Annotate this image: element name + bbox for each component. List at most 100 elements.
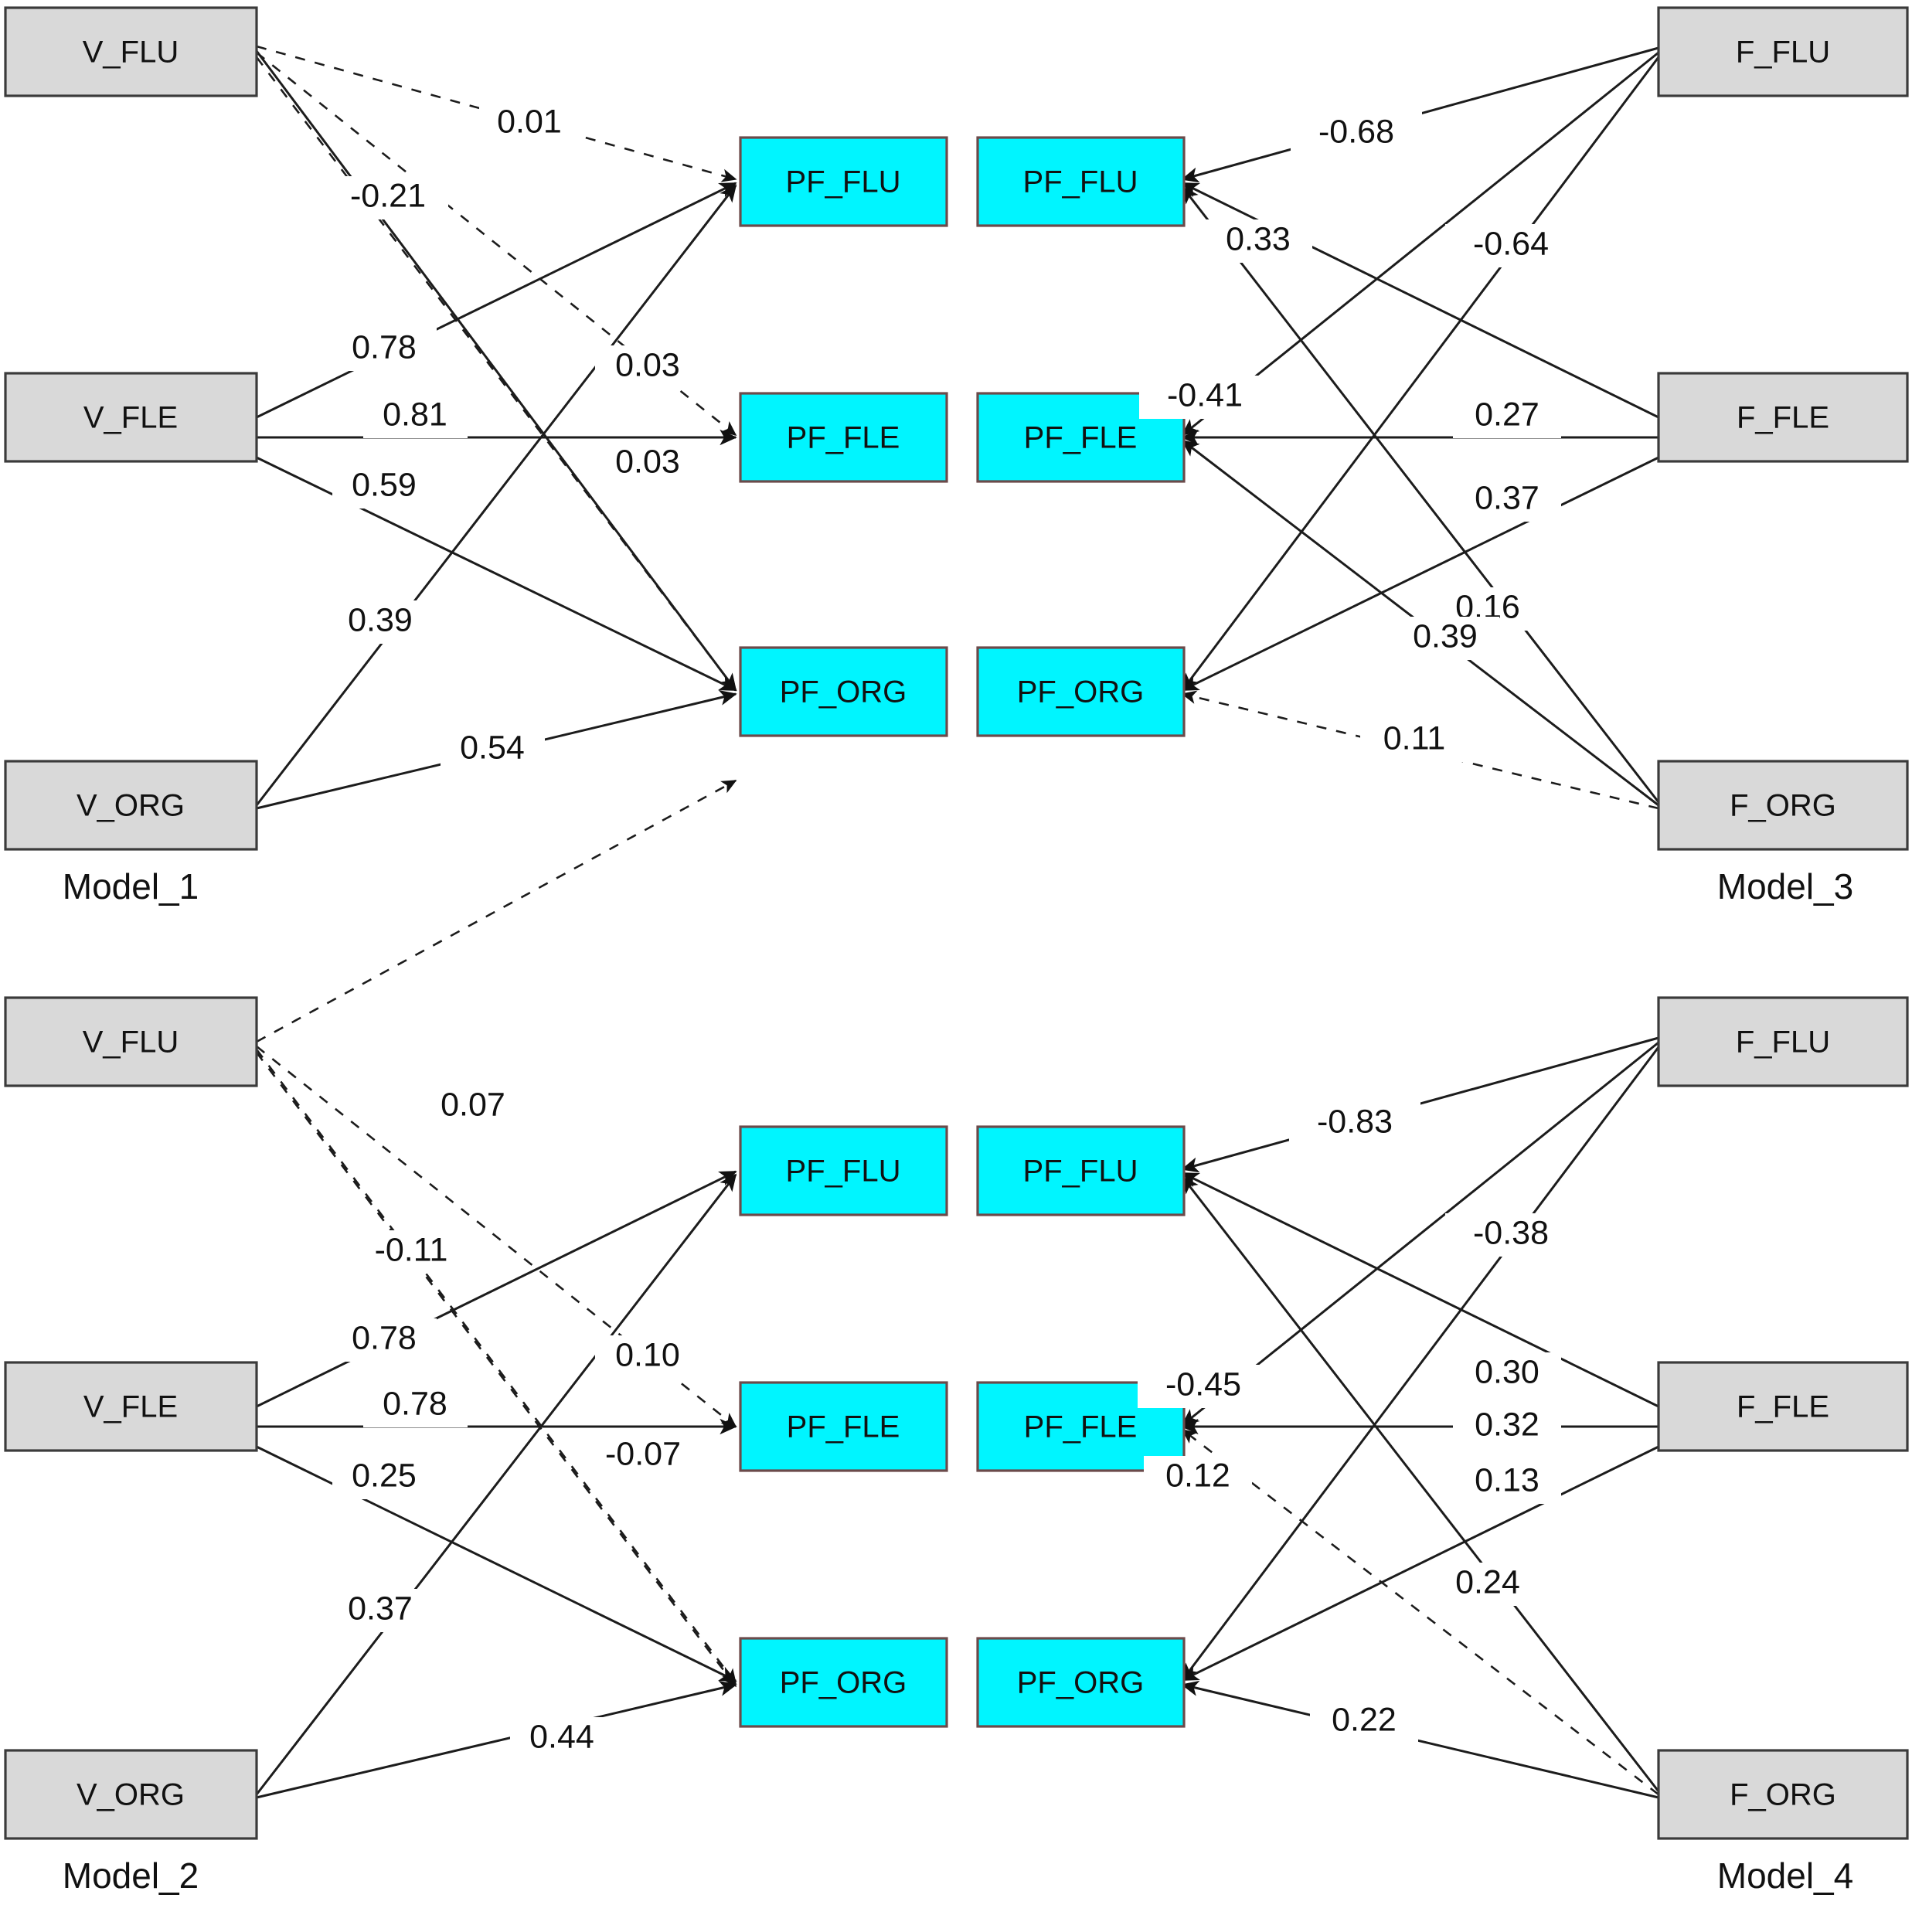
- node-f-flu-m4-label: F_FLU: [1736, 1026, 1830, 1060]
- model-3-target-nodes: PF_FLU PF_FLE PF_ORG: [976, 136, 1186, 737]
- node-v-flu[interactable]: [4, 6, 258, 97]
- coef-m1-vfle-pfflu: 0.78: [352, 328, 417, 366]
- node-pf-fle-m2-label: PF_FLE: [787, 1410, 900, 1444]
- coef-m1-vfle-pforg: 0.59: [352, 466, 417, 503]
- coef-m3-ffle-pffle: 0.27: [1475, 396, 1539, 433]
- model-4-coefficients: -0.83 -0.38 -0.45 0.30 0.32 0.12 0.13 0.…: [1138, 1102, 1577, 1743]
- coef-m4-ffle-pforg: 0.13: [1475, 1461, 1539, 1498]
- model-1-label: Model_1: [63, 866, 199, 906]
- node-pf-fle-m2[interactable]: [739, 1381, 948, 1472]
- node-pf-flu-m4[interactable]: [976, 1125, 1186, 1216]
- coef-m1-vflu-pforg-b: 0.03: [615, 443, 680, 480]
- edge-vorg-pfflu-m2: [255, 1173, 737, 1795]
- edge-vorg-pforg-m2: [256, 1680, 737, 1799]
- coef-m2-vfle-pffle: 0.78: [383, 1385, 447, 1422]
- node-pf-flu-m4-label: PF_FLU: [1023, 1155, 1138, 1189]
- node-f-flu-m4[interactable]: [1657, 996, 1909, 1087]
- node-f-fle-m4-label: F_FLE: [1737, 1390, 1829, 1424]
- node-f-flu[interactable]: [1657, 6, 1909, 97]
- edge-fflu-pforg: [1181, 56, 1660, 692]
- model-2-group: V_FLU V_FLE V_ORG PF_FLU PF_FLE PF_ORG 0…: [4, 779, 948, 1896]
- coef-m3-forg-pffle: 0.39: [1413, 617, 1478, 655]
- model-1-coefficients: 0.01 -0.21 0.78 0.03 0.81 0.03 0.59 0.39…: [328, 102, 699, 771]
- coef-m2-vfle-pfflu: 0.78: [352, 1319, 417, 1356]
- coef-m4-ffle-pffle: 0.32: [1475, 1406, 1539, 1443]
- node-v-fle-m2-label: V_FLE: [83, 1390, 178, 1424]
- edge-forg-pforg-m4: [1181, 1680, 1659, 1799]
- node-v-org-label: V_ORG: [77, 789, 185, 823]
- node-pf-org-m4-label: PF_ORG: [1017, 1666, 1144, 1700]
- node-pf-org-m2[interactable]: [739, 1637, 948, 1728]
- model-4-edges: [1181, 1036, 1660, 1799]
- node-f-org-m4[interactable]: [1657, 1749, 1909, 1840]
- edge-fflu-pforg-m4: [1181, 1046, 1660, 1682]
- coef-m4-forg-pfflu: 0.24: [1455, 1563, 1520, 1600]
- model-3-edges: [1181, 46, 1660, 810]
- edge-fflu-pffle-m4: [1181, 1041, 1659, 1427]
- node-pf-fle-m1[interactable]: [739, 392, 948, 483]
- model-3-group: PF_FLU PF_FLE PF_ORG F_FLU F_FLE F_ORG -…: [976, 6, 1909, 906]
- model-2-target-nodes: PF_FLU PF_FLE PF_ORG: [739, 1125, 948, 1728]
- edge-vorg-pfflu: [255, 184, 737, 806]
- model-3-source-nodes: F_FLU F_FLE F_ORG: [1657, 6, 1909, 851]
- node-pf-org-m3[interactable]: [976, 646, 1186, 737]
- edge-forg-pfflu: [1181, 185, 1660, 803]
- node-pf-org-m3-label: PF_ORG: [1017, 675, 1144, 709]
- node-pf-org-m4[interactable]: [976, 1637, 1186, 1728]
- model-1-edges: [255, 45, 737, 810]
- coef-m4-forg-pffle: 0.12: [1165, 1457, 1230, 1494]
- node-f-fle-m4[interactable]: [1657, 1361, 1909, 1452]
- node-pf-flu-m1[interactable]: [739, 136, 948, 227]
- model-4-source-nodes: F_FLU F_FLE F_ORG: [1657, 996, 1909, 1840]
- coef-m3-fflu-pforg: -0.41: [1167, 376, 1243, 413]
- node-pf-flu-m3[interactable]: [976, 136, 1186, 227]
- edge-ffle-pfflu-m4: [1181, 1172, 1659, 1408]
- edge-forg-pfflu-m4: [1181, 1175, 1660, 1792]
- coef-m1-vfle-pffle: 0.81: [383, 396, 447, 433]
- node-f-fle[interactable]: [1657, 372, 1909, 463]
- node-v-fle[interactable]: [4, 372, 258, 463]
- edge-vfle-pfflu-m2: [256, 1170, 737, 1408]
- coef-m4-forg-pforg: 0.22: [1332, 1701, 1397, 1738]
- node-pf-flu-m2[interactable]: [739, 1125, 948, 1216]
- model-4-group: PF_FLU PF_FLE PF_ORG F_FLU F_FLE F_ORG -…: [976, 996, 1909, 1896]
- coef-m2-vflu-pforg-b: -0.07: [605, 1435, 681, 1472]
- node-f-org[interactable]: [1657, 760, 1909, 851]
- node-v-flu-m2[interactable]: [4, 996, 258, 1087]
- coef-m2-vorg-pforg: 0.44: [529, 1718, 594, 1755]
- coef-m4-fflu-pfflu: -0.83: [1317, 1103, 1393, 1140]
- edge-vfle-pfflu: [256, 182, 737, 419]
- node-v-fle-m2[interactable]: [4, 1361, 258, 1452]
- node-v-org-m2-label: V_ORG: [77, 1778, 185, 1812]
- edge-ffle-pforg-m4: [1181, 1445, 1659, 1682]
- model-1-group: V_FLU V_FLE V_ORG PF_FLU PF_FLE PF_ORG 0…: [4, 6, 948, 906]
- node-pf-org-m1-label: PF_ORG: [780, 675, 907, 709]
- model-3-coefficients: -0.68 0.33 -0.64 -0.41 0.27 0.37 0.16 0.…: [1139, 112, 1577, 762]
- node-pf-flu-m1-label: PF_FLU: [786, 165, 901, 199]
- node-f-fle-label: F_FLE: [1737, 401, 1829, 435]
- model-2-label: Model_2: [63, 1855, 199, 1896]
- edge-vfle-pforg: [256, 456, 737, 692]
- node-pf-org-m1[interactable]: [739, 646, 948, 737]
- coef-m2-vflu-pfflu: 0.07: [441, 1086, 505, 1123]
- coef-m4-fflu-pffle: -0.38: [1473, 1214, 1549, 1251]
- coef-m3-fflu-pfflu: -0.68: [1318, 113, 1394, 150]
- coef-m4-ffle-pfflu: 0.30: [1475, 1353, 1539, 1390]
- node-v-org-m2[interactable]: [4, 1749, 258, 1840]
- node-pf-fle-m1-label: PF_FLE: [787, 421, 900, 455]
- model-2-source-nodes: V_FLU V_FLE V_ORG: [4, 996, 258, 1840]
- node-v-flu-m2-label: V_FLU: [83, 1026, 179, 1060]
- node-f-org-label: F_ORG: [1730, 789, 1836, 823]
- node-pf-org-m2-label: PF_ORG: [780, 1666, 907, 1700]
- edge-vfle-pforg-m2: [256, 1445, 737, 1682]
- model-1-source-nodes: V_FLU V_FLE V_ORG: [4, 6, 258, 851]
- coef-m1-vflu-pfflu: 0.01: [497, 103, 562, 140]
- node-f-org-m4-label: F_ORG: [1730, 1778, 1836, 1812]
- coef-m2-vflu-pforg-a: -0.11: [375, 1231, 448, 1268]
- node-v-org[interactable]: [4, 760, 258, 851]
- edge-fflu-pffle: [1181, 51, 1659, 437]
- coef-m4-fflu-pforg: -0.45: [1165, 1366, 1241, 1403]
- node-pf-fle-m3-label: PF_FLE: [1024, 421, 1138, 455]
